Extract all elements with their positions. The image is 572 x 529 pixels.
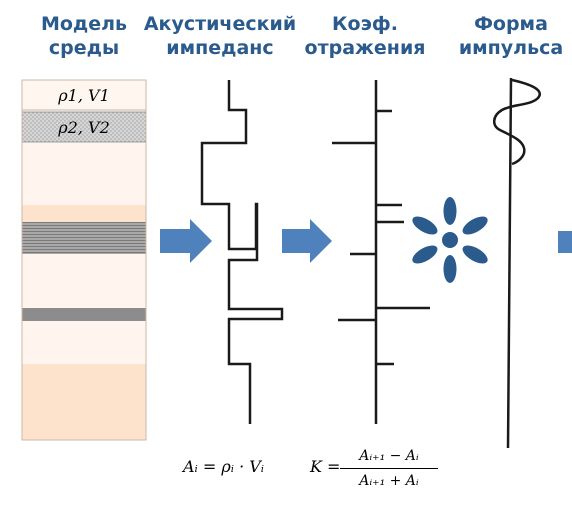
- reflection-log: [332, 80, 430, 424]
- arrow-2: [282, 219, 332, 263]
- header-wavelet-line2: импульса: [458, 37, 564, 59]
- earth-model: [21, 79, 147, 441]
- layer-4: [22, 205, 146, 222]
- coef-denominator: Aᵢ₊₁ + Aᵢ: [359, 473, 419, 489]
- layer-3: [22, 143, 146, 205]
- layer-2-label: ρ2, V2: [58, 118, 110, 137]
- fraction-bar: [340, 468, 438, 469]
- layer-1-label: ρ1, V1: [58, 86, 110, 105]
- layer-2: [21, 111, 147, 143]
- impedance-formula: Aᵢ = ρᵢ · Vᵢ: [183, 457, 265, 476]
- layer-5: [22, 222, 146, 254]
- wavelet-axis: [506, 77, 513, 449]
- layer-9: [22, 364, 146, 440]
- header-reflection-line1: Коэф.: [332, 13, 398, 35]
- coef-formula-lhs: K =: [310, 457, 341, 476]
- impedance-curve: [200, 80, 284, 424]
- layer-8: [22, 321, 146, 364]
- header-impedance-line2: импеданс: [166, 37, 274, 59]
- wavelet-curve: [493, 78, 541, 166]
- layer-7: [22, 308, 146, 321]
- arrow-3: [558, 231, 572, 253]
- convolution-symbol: [412, 197, 488, 283]
- coef-numerator: Aᵢ₊₁ − Aᵢ: [359, 448, 419, 464]
- header-wavelet-line1: Форма: [474, 13, 548, 35]
- layer-6: [22, 254, 146, 308]
- wavelet: [493, 77, 541, 449]
- header-reflection-line2: отражения: [304, 37, 426, 59]
- header-model-line2: среды: [48, 37, 120, 59]
- header-model-line1: Модель: [40, 13, 128, 35]
- header-wavelet: Форма импульса: [452, 12, 570, 60]
- header-reflection: Коэф. отражения: [300, 12, 430, 60]
- header-model: Модель среды: [22, 12, 146, 60]
- model-border: [21, 79, 147, 441]
- header-impedance: Акустический импеданс: [140, 12, 300, 60]
- arrow-1: [160, 219, 212, 263]
- header-impedance-line1: Акустический: [143, 13, 297, 35]
